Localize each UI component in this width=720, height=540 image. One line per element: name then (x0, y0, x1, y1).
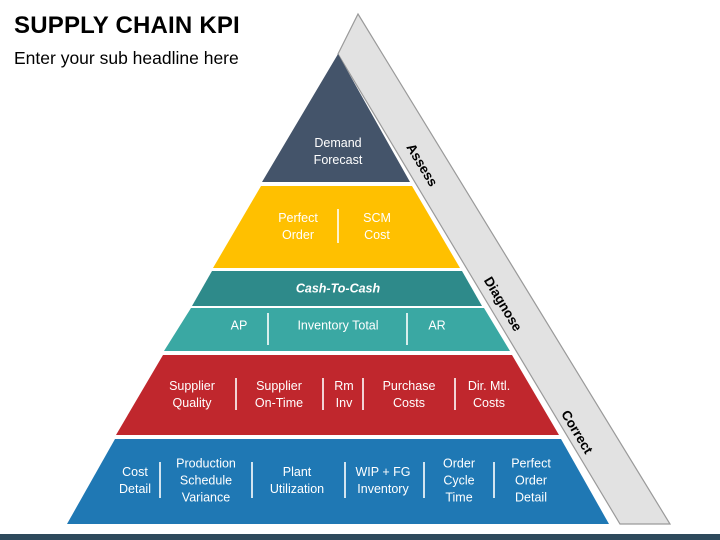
label-order-cycle-time: Order Cycle Time (443, 456, 475, 505)
footer-bar (0, 534, 720, 540)
tier-dividers (159, 209, 495, 498)
tier-diagnose-top (192, 271, 482, 306)
tier-correct-bottom (67, 439, 609, 524)
label-perfect-order: Perfect Order (278, 211, 318, 242)
label-purchase-costs: Purchase Costs (382, 379, 436, 410)
tier-correct-top (116, 355, 559, 435)
label-ar: AR (428, 318, 446, 333)
label-cash-to-cash: Cash-To-Cash (295, 281, 381, 296)
label-dir-mtl-costs: Dir. Mtl. Costs (467, 379, 511, 410)
page-subtitle: Enter your sub headline here (14, 48, 239, 68)
label-supplier-on-time: Supplier On-Time (254, 379, 304, 410)
label-cost-detail: Cost Detail (119, 465, 151, 496)
page-title: SUPPLY CHAIN KPI (14, 12, 240, 39)
label-ap: AP (230, 318, 248, 333)
label-supplier-quality: Supplier Quality (169, 379, 215, 410)
label-demand-forecast: Demand Forecast (313, 136, 363, 167)
label-production-schedule-variance: Production Schedule Variance (176, 456, 236, 505)
tier-assess-bottom (213, 186, 460, 268)
label-rm-inv: Rm Inv (334, 379, 354, 410)
label-plant-utilization: Plant Utilization (269, 465, 325, 496)
label-inventory-total: Inventory Total (297, 318, 379, 333)
tier-assess-top (262, 54, 410, 182)
label-wip-fg-inventory: WIP + FG Inventory (355, 465, 411, 496)
tier-diagnose-bottom (164, 308, 510, 351)
side-band (337, 12, 672, 525)
label-scm-cost: SCM Cost (363, 211, 391, 242)
label-perfect-order-detail: Perfect Order Detail (511, 456, 551, 505)
